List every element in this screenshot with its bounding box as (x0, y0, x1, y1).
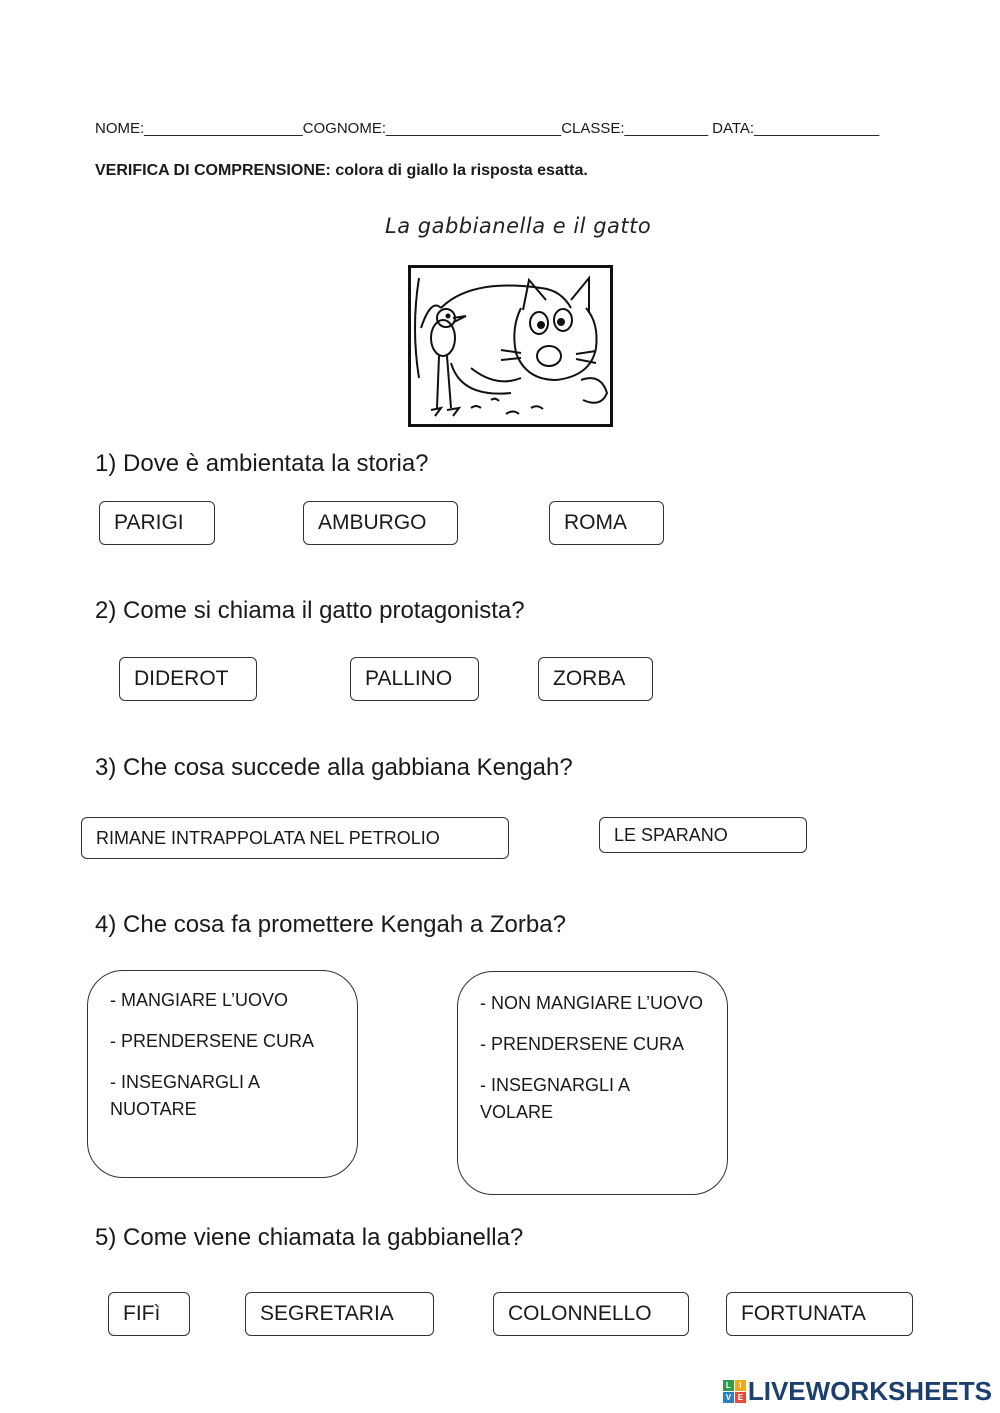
q4a-line-2: - PRENDERSENE CURA (110, 1031, 315, 1051)
q5-option-segretaria[interactable]: SEGRETARIA (245, 1292, 434, 1336)
q4a-line-3: - INSEGNARGLI A NUOTARE (110, 1072, 260, 1119)
q2-option-zorba[interactable]: ZORBA (538, 657, 653, 701)
q4-option-a[interactable]: - MANGIARE L’UOVO - PRENDERSENE CURA - I… (87, 970, 358, 1178)
q4-option-b[interactable]: - NON MANGIARE L’UOVO - PRENDERSENE CURA… (457, 971, 728, 1195)
instruction-title: VERIFICA DI COMPRENSIONE: (95, 162, 331, 179)
q1-option-roma[interactable]: ROMA (549, 501, 664, 545)
question-1: 1) Dove è ambientata la storia? (95, 450, 429, 477)
q4b-line-1: - NON MANGIARE L’UOVO (480, 993, 704, 1013)
liveworksheets-logo: L I V E LIVEWORKSHEETS (722, 1376, 992, 1407)
instruction: VERIFICA DI COMPRENSIONE: colora di gial… (95, 162, 588, 180)
q4a-line-1: - MANGIARE L’UOVO (110, 990, 289, 1010)
instruction-text: colora di giallo la risposta esatta. (330, 162, 588, 179)
q5-option-colonnello[interactable]: COLONNELLO (493, 1292, 689, 1336)
q4b-line-3: - INSEGNARGLI A VOLARE (480, 1075, 630, 1122)
q3-option-petrolio[interactable]: RIMANE INTRAPPOLATA NEL PETROLIO (81, 817, 509, 859)
student-info-line: NOME:___________________COGNOME:________… (95, 120, 880, 137)
q5-option-fifi[interactable]: FIFì (108, 1292, 190, 1336)
q2-option-diderot[interactable]: DIDEROT (119, 657, 257, 701)
cat-seagull-drawing (414, 275, 609, 417)
q1-option-parigi[interactable]: PARIGI (99, 501, 215, 545)
question-2: 2) Come si chiama il gatto protagonista? (95, 597, 525, 624)
q2-option-pallino[interactable]: PALLINO (350, 657, 479, 701)
logo-text: LIVEWORKSHEETS (747, 1376, 992, 1406)
q1-option-amburgo[interactable]: AMBURGO (303, 501, 458, 545)
question-3: 3) Che cosa succede alla gabbiana Kengah… (95, 754, 573, 781)
q5-option-fortunata[interactable]: FORTUNATA (726, 1292, 913, 1336)
q3-option-sparano[interactable]: LE SPARANO (599, 817, 807, 853)
cat-seagull-illustration (408, 265, 613, 427)
question-4: 4) Che cosa fa promettere Kengah a Zorba… (95, 911, 566, 938)
question-5: 5) Come viene chiamata la gabbianella? (95, 1224, 524, 1251)
q4b-line-2: - PRENDERSENE CURA (480, 1034, 685, 1054)
picture-title: La gabbianella e il gatto (385, 214, 652, 238)
logo-mark-icon: L I V E (722, 1380, 746, 1403)
